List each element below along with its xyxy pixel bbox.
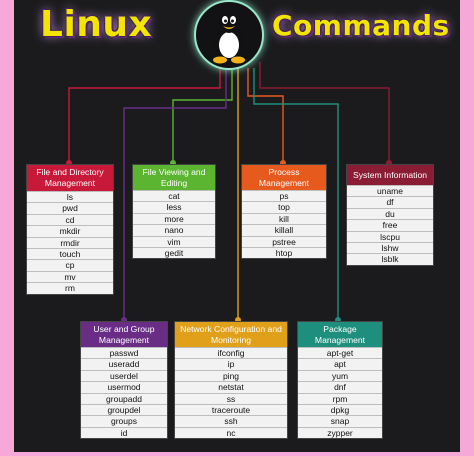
connector-system-info [259, 62, 390, 164]
command-item: killall [242, 224, 326, 235]
command-item: lsblk [347, 253, 433, 264]
command-item: nc [175, 426, 287, 438]
command-item: free [347, 219, 433, 230]
connector-package [253, 68, 339, 321]
group-title: File Viewing and Editing [133, 165, 215, 190]
command-item: groupadd [81, 392, 167, 404]
group-title: Process Management [242, 165, 326, 190]
command-item: passwd [81, 347, 167, 358]
command-item: dnf [298, 381, 382, 392]
command-item: cat [133, 190, 215, 201]
command-item: usermod [81, 381, 167, 392]
command-item: more [133, 212, 215, 224]
group-title: System Information [347, 165, 433, 185]
group-title: File and Directory Management [27, 165, 113, 191]
command-item: gedit [133, 246, 215, 258]
command-item: useradd [81, 358, 167, 369]
command-item: userdel [81, 369, 167, 381]
command-item: uname [347, 185, 433, 196]
command-item: dpkg [298, 403, 382, 415]
command-item: rmdir [27, 236, 113, 248]
command-item: id [81, 426, 167, 438]
command-item: nano [133, 224, 215, 235]
connector-file-viewing [172, 68, 233, 164]
command-item: cd [27, 213, 113, 225]
command-item: mv [27, 270, 113, 282]
group-title: Network Configuration and Monitoring [175, 322, 287, 347]
command-item: vim [133, 235, 215, 247]
command-item: yum [298, 369, 382, 381]
command-item: ip [175, 358, 287, 369]
connector-process [247, 68, 284, 164]
command-item: pstree [242, 235, 326, 247]
command-item: top [242, 201, 326, 212]
command-item: netstat [175, 381, 287, 392]
title-linux: Linux [40, 4, 153, 45]
command-item: less [133, 201, 215, 212]
command-item: du [347, 207, 433, 219]
connector-user-group [123, 68, 227, 321]
command-item: pwd [27, 202, 113, 213]
command-item: traceroute [175, 403, 287, 415]
command-item: cp [27, 259, 113, 270]
diagram-canvas: Linux Commands File and Directory Manage… [14, 0, 460, 452]
group-title: Package Management [298, 322, 382, 347]
connector-file-directory [68, 68, 221, 164]
command-item: groups [81, 415, 167, 426]
tux-penguin-icon [194, 0, 264, 70]
command-item: htop [242, 246, 326, 258]
command-item: ifconfig [175, 347, 287, 358]
command-item: ps [242, 190, 326, 201]
command-item: touch [27, 247, 113, 259]
command-item: ss [175, 392, 287, 404]
command-item: groupdel [81, 403, 167, 415]
title-commands: Commands [272, 9, 450, 42]
command-item: lshw [347, 241, 433, 253]
command-item: lscpu [347, 230, 433, 242]
command-item: ssh [175, 415, 287, 426]
command-item: rm [27, 282, 113, 293]
command-item: zypper [298, 426, 382, 438]
command-item: apt [298, 358, 382, 369]
command-item: rpm [298, 392, 382, 404]
group-title: User and Group Management [81, 322, 167, 347]
command-item: df [347, 196, 433, 207]
command-item: snap [298, 415, 382, 426]
command-item: mkdir [27, 225, 113, 236]
command-item: apt-get [298, 347, 382, 358]
group-box-network: Network Configuration and Monitoring ifc… [174, 321, 288, 440]
command-item: ls [27, 191, 113, 202]
command-item: ping [175, 369, 287, 381]
command-item: kill [242, 212, 326, 224]
